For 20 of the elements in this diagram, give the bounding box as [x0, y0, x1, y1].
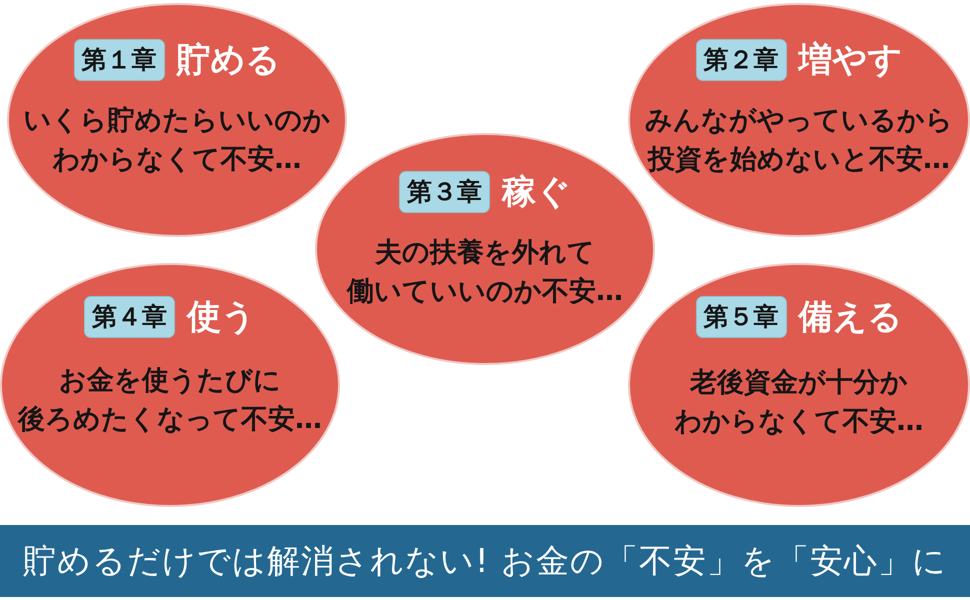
concern-text: 夫の扶養を外れて働いていいのか不安…	[347, 236, 623, 309]
chapter-title: 備える	[798, 297, 902, 337]
chapter-badge: 第３章	[399, 171, 490, 213]
concern-text: お金を使うたびに後ろめたくなって不安…	[18, 364, 322, 437]
concern-text: みんながやっているから投資を始めないと不安…	[645, 104, 953, 177]
chapter-badge: 第１章	[74, 39, 164, 81]
concern-text: いくら貯めたらいいのかわからなくて不安…	[24, 104, 330, 177]
topic-ellipse	[628, 263, 970, 507]
chapter-badge: 第５章	[696, 296, 786, 338]
chapter-title: 稼ぐ	[502, 172, 571, 212]
chapter-title: 貯める	[176, 40, 280, 80]
topic-ellipse	[7, 3, 347, 237]
chapter-badge: 第２章	[696, 39, 786, 81]
chapter-badge: 第４章	[84, 296, 175, 338]
topic-ellipse	[0, 263, 340, 507]
message-banner: 貯めるだけでは解消されない! お金の「不安」を「安心」に	[0, 525, 970, 597]
concern-text: 老後資金が十分かわからなくて不安…	[674, 366, 924, 439]
chapter-title: 使う	[187, 297, 256, 337]
chapter-title: 増やす	[798, 40, 902, 80]
topic-ellipse	[628, 3, 970, 237]
